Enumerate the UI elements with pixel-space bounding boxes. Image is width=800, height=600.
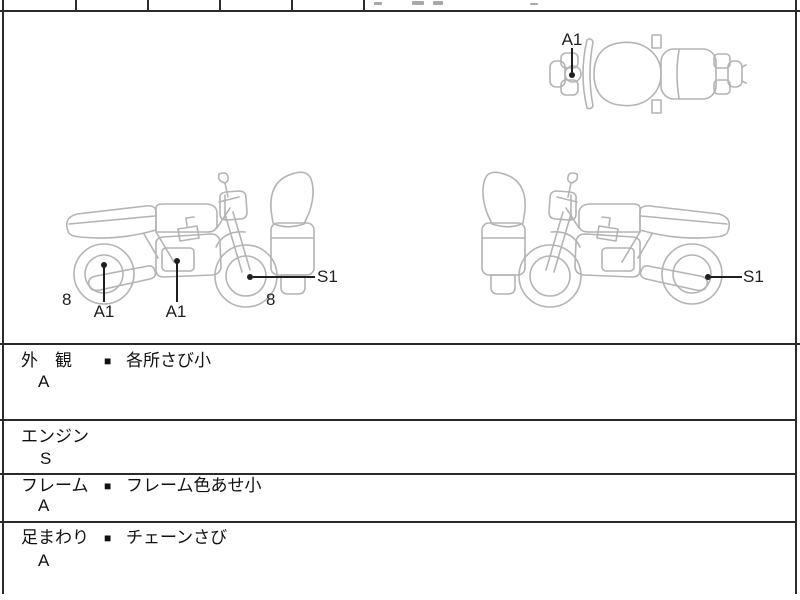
row-grade: S (40, 449, 52, 468)
header-divider (219, 0, 221, 11)
marker-leader-line (103, 266, 105, 302)
sheet-right-border (795, 0, 797, 594)
header-divider (363, 0, 365, 11)
marker-leader-line (571, 48, 573, 72)
clipped-text-fragment (433, 1, 443, 5)
wheel-grade-rear: 8 (62, 290, 72, 309)
row-divider (0, 473, 797, 475)
row-note: 各所さび小 (126, 351, 211, 370)
row-category: エンジン (21, 427, 89, 446)
note-bullet-icon: ■ (104, 479, 112, 493)
condition-marker-muffler-A1: A1 (93, 302, 115, 321)
motorcycle-side-view-left (65, 171, 315, 308)
marker-dot (569, 72, 575, 78)
row-divider (0, 419, 797, 421)
motorcycle-side-view-right (481, 171, 731, 308)
marker-leader-line (253, 276, 315, 278)
condition-marker-engine-A1: A1 (165, 302, 187, 321)
table-border (0, 343, 800, 345)
marker-leader-line (711, 276, 742, 278)
marker-dot (174, 258, 180, 264)
note-bullet-icon: ■ (104, 531, 112, 545)
header-bottom-border (0, 10, 800, 12)
row-category: 足まわり (21, 528, 89, 547)
condition-marker-topview-A1: A1 (561, 30, 583, 49)
note-bullet-icon: ■ (104, 354, 112, 368)
header-divider (147, 0, 149, 11)
row-grade: A (38, 551, 50, 570)
row-grade: A (38, 496, 50, 515)
header-divider (291, 0, 293, 11)
row-category: 外 観 (21, 351, 72, 370)
clipped-text-fragment (412, 1, 424, 5)
clipped-text-fragment (530, 3, 538, 5)
motorcycle-top-view (549, 34, 747, 114)
marker-dot (705, 274, 711, 280)
sheet-left-border (2, 0, 4, 594)
row-grade: A (38, 372, 50, 391)
wheel-grade-front: 8 (266, 290, 276, 309)
clipped-text-fragment (374, 2, 382, 5)
header-divider (75, 0, 77, 11)
row-note: フレーム色あせ小 (126, 476, 262, 495)
row-category: フレーム (21, 476, 89, 495)
marker-leader-line (176, 262, 178, 302)
condition-marker-rearwheel-S1: S1 (743, 267, 764, 286)
marker-dot (101, 262, 107, 268)
marker-dot (247, 274, 253, 280)
row-divider (0, 521, 797, 523)
row-note: チェーンさび (126, 528, 228, 547)
condition-marker-frontwheel-S1: S1 (317, 267, 338, 286)
